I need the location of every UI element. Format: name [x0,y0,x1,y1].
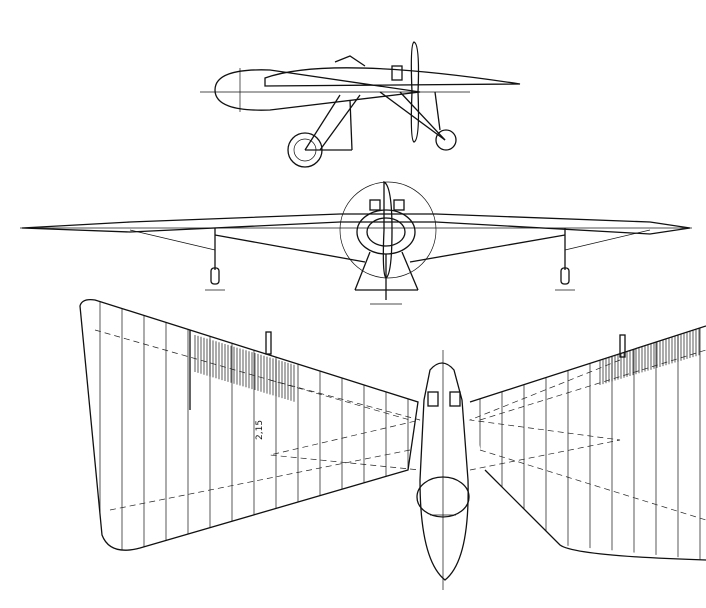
tail-wheel [435,129,457,151]
fuselage-plan [419,362,469,581]
wing-front [21,213,691,235]
cylinder-left [427,391,439,407]
left-bracing [269,379,421,471]
left-wing-ribs [99,299,409,551]
struts-front [129,228,651,300]
right-wing-plan [469,325,706,561]
left-spar-lines [94,329,411,511]
cylinder-right [449,391,461,407]
propeller-side [410,41,420,143]
fuselage-side [214,69,421,111]
side-view [200,41,521,168]
propeller-disc [339,181,437,279]
pitot-right [619,334,626,358]
float-left [210,267,220,285]
wing-side [264,67,521,87]
right-wing-ribs [479,326,701,560]
engine-side [391,65,403,81]
propeller-front [382,180,393,279]
front-view [20,180,692,305]
cockpit-side [334,55,366,67]
dimension-label: 2,15 [255,420,265,440]
fuselage-front [356,209,416,255]
float-right [560,267,570,285]
main-wheel [287,132,323,168]
right-bracing [468,359,621,471]
plan-view: 2,15 [79,298,706,590]
pitot-left [265,331,272,355]
landing-gear-side [304,91,446,151]
left-wing-plan [79,298,419,551]
right-spar-lines [479,349,706,521]
